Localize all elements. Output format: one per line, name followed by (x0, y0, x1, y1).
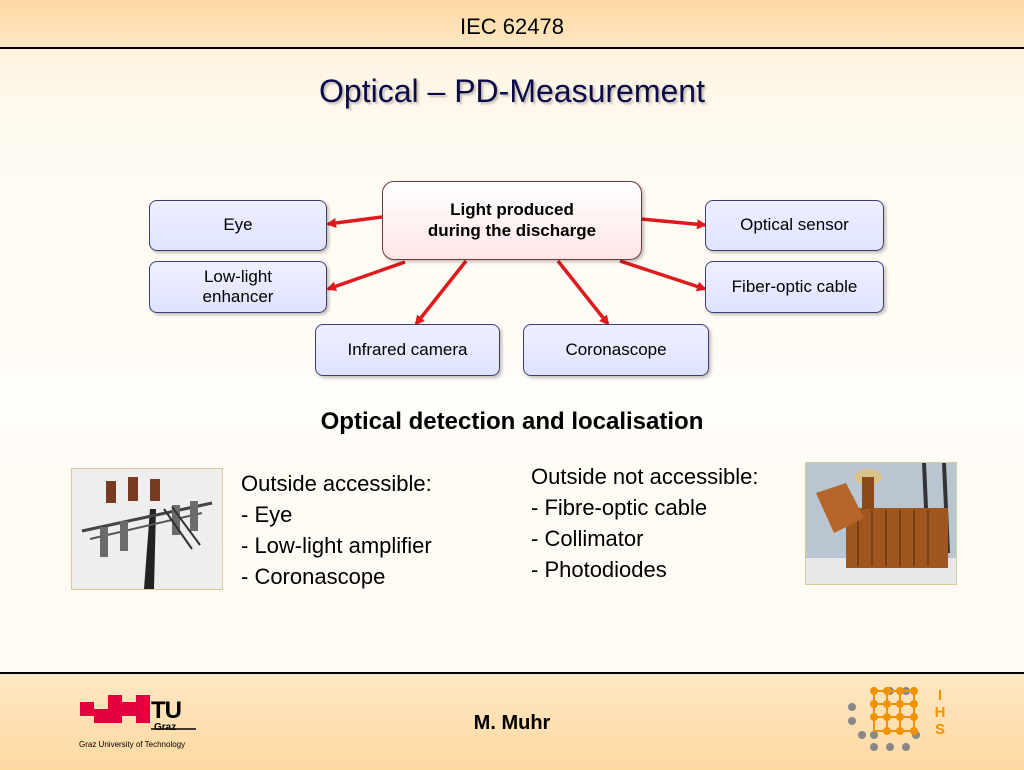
list-item: - Low-light amplifier (241, 533, 432, 558)
header-bar: IEC 62478 (0, 0, 1024, 49)
ihs-letter-i: I (938, 687, 942, 704)
insulator-photo (71, 468, 223, 590)
box-fiber-optic-cable-label: Fiber-optic cable (731, 276, 858, 296)
tu-logo-text: TU (151, 697, 182, 724)
box-coronascope: Coronascope (523, 324, 709, 376)
box-optical-sensor: Optical sensor (705, 200, 884, 251)
center-box-light-produced: Light produced during the discharge (382, 181, 642, 260)
center-box-line-2: during the discharge (427, 220, 597, 240)
box-low-light-line-2: enhancer (202, 287, 274, 306)
list-item: - Fibre-optic cable (531, 495, 708, 520)
header-title: IEC 62478 (460, 14, 564, 39)
box-fiber-optic-cable: Fiber-optic cable (705, 261, 884, 313)
outside-accessible-list: Outside accessible: - Eye - Low-light am… (241, 468, 432, 592)
tu-logo-caption: Graz University of Technology (79, 740, 186, 749)
section-subtitle: Optical detection and localisation (320, 408, 704, 435)
arrow-to-eye (326, 215, 383, 228)
tu-graz-logo (80, 695, 196, 730)
slide-title: Optical – PD-Measurement (319, 73, 705, 109)
tu-logo-graz: Graz (154, 722, 177, 733)
box-optical-sensor-label: Optical sensor (740, 215, 849, 235)
ihs-letter-s: S (935, 721, 945, 738)
list-item: - Collimator (531, 526, 644, 551)
ihs-logo: I H S (848, 687, 946, 751)
arrow-to-infrared-camera (414, 259, 468, 326)
arrow-to-optical-sensor (640, 217, 707, 230)
author-name: M. Muhr (473, 712, 551, 734)
outside-not-accessible-heading: Outside not accessible: (531, 464, 759, 489)
list-item: - Photodiodes (531, 557, 667, 582)
box-eye-label: Eye (223, 215, 253, 235)
arrow-to-fiber-optic-cable (619, 259, 707, 292)
list-item: - Coronascope (241, 564, 386, 589)
box-coronascope-label: Coronascope (565, 339, 667, 359)
box-infrared-camera: Infrared camera (315, 324, 500, 376)
ihs-letter-h: H (935, 704, 946, 721)
box-eye: Eye (149, 200, 327, 251)
box-low-light-line-1: Low-light (203, 266, 273, 286)
outside-not-accessible-list: Outside not accessible: - Fibre-optic ca… (531, 461, 758, 585)
center-box-line-1: Light produced (450, 200, 574, 220)
box-infrared-camera-label: Infrared camera (347, 339, 468, 359)
list-item: - Eye (241, 502, 293, 527)
box-low-light-enhancer: Low-light enhancer (149, 261, 327, 313)
transformer-photo (805, 462, 957, 585)
arrow-to-coronascope (556, 259, 610, 326)
arrow-to-low-light-enhancer (326, 260, 406, 292)
outside-accessible-heading: Outside accessible: (241, 471, 432, 496)
